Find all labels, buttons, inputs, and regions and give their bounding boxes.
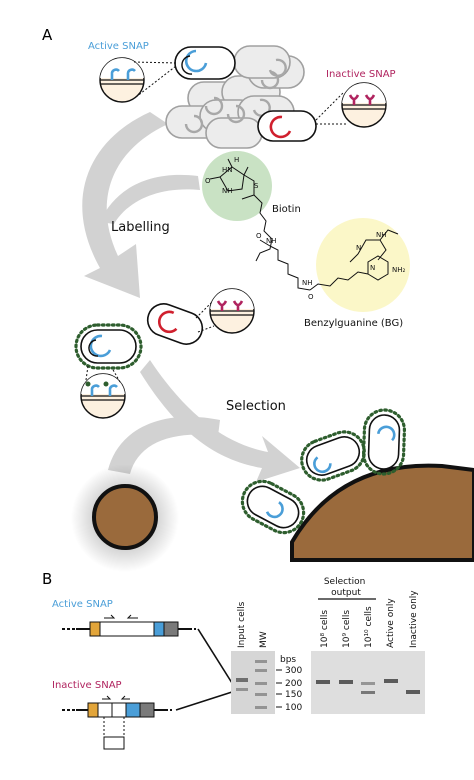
gel-left — [231, 651, 275, 714]
biotin-highlight — [202, 151, 272, 221]
labelled-inactive-cell — [146, 303, 204, 345]
svg-text:S: S — [254, 182, 259, 190]
flow-arrows — [82, 112, 300, 482]
labelling-arrow — [82, 112, 168, 298]
active-connector — [197, 628, 233, 684]
active-zoom — [99, 57, 177, 103]
svg-text:O: O — [256, 232, 262, 240]
inactive-construct-label: Inactive SNAP — [52, 680, 122, 691]
svg-text:O: O — [308, 293, 314, 301]
selection-output-label: Selection output — [324, 577, 368, 598]
svg-text:HN: HN — [222, 166, 233, 174]
bps-label: bps — [280, 655, 296, 665]
svg-text:NH: NH — [222, 187, 233, 195]
inactive-cell — [257, 110, 317, 142]
bound-cell-3 — [361, 408, 407, 476]
lane-label-10-10: 10¹⁰ cells — [364, 606, 374, 648]
inactive-connector — [175, 691, 233, 711]
panel-b-letter: B — [42, 570, 52, 588]
molecule-atoms: O HN NH H S NH O NH O N NH N NH₂ — [205, 156, 406, 301]
active-construct — [62, 614, 196, 637]
lane-label-10-8: 10⁸ cells — [320, 610, 330, 648]
bead-arrow — [108, 416, 220, 474]
bound-cell-1 — [240, 479, 306, 535]
lane-label-mw: MW — [259, 631, 269, 648]
gel-right — [311, 651, 425, 714]
active-labelled-zoom — [80, 365, 126, 419]
svg-text:200: 200 — [285, 679, 302, 689]
inactive-construct — [62, 695, 174, 750]
lane-label-inactive: Inactive only — [409, 590, 419, 648]
svg-text:NH: NH — [376, 231, 387, 239]
inactive-labelled-zoom — [195, 288, 255, 334]
active-snap-label: Active SNAP — [88, 41, 149, 52]
labelling-arrow-2 — [100, 174, 200, 224]
lane-label-active: Active only — [386, 598, 396, 648]
active-construct-label: Active SNAP — [52, 599, 113, 610]
bp-ticks: 300 200 150 100 — [276, 666, 302, 713]
bound-bead — [240, 408, 474, 562]
lane-label-input: Input cells — [237, 601, 247, 648]
svg-text:150: 150 — [285, 690, 302, 700]
selection-label: Selection — [226, 399, 286, 414]
svg-text:100: 100 — [285, 703, 302, 713]
selection-arrow — [140, 360, 300, 482]
svg-text:NH₂: NH₂ — [392, 266, 406, 274]
labelled-active-cell — [74, 323, 143, 370]
biotin-label: Biotin — [272, 204, 301, 215]
svg-text:300: 300 — [285, 666, 302, 676]
streptavidin-bead — [92, 484, 158, 550]
inactive-snap-label: Inactive SNAP — [326, 69, 396, 80]
panel-a-letter: A — [42, 26, 53, 44]
lane-label-10-9: 10⁹ cells — [342, 610, 352, 648]
labelling-label: Labelling — [111, 220, 170, 235]
svg-text:N: N — [370, 264, 375, 272]
bound-cell-2 — [300, 430, 366, 482]
svg-text:NH: NH — [266, 237, 277, 245]
svg-text:H: H — [234, 156, 239, 164]
active-cell — [174, 46, 236, 80]
svg-text:N: N — [356, 244, 361, 252]
bg-highlight — [316, 218, 410, 312]
bg-label: Benzylguanine (BG) — [304, 318, 403, 329]
svg-text:O: O — [205, 177, 211, 185]
molecule-structure — [209, 158, 399, 291]
inactive-zoom — [315, 82, 387, 128]
svg-text:NH: NH — [302, 279, 313, 287]
